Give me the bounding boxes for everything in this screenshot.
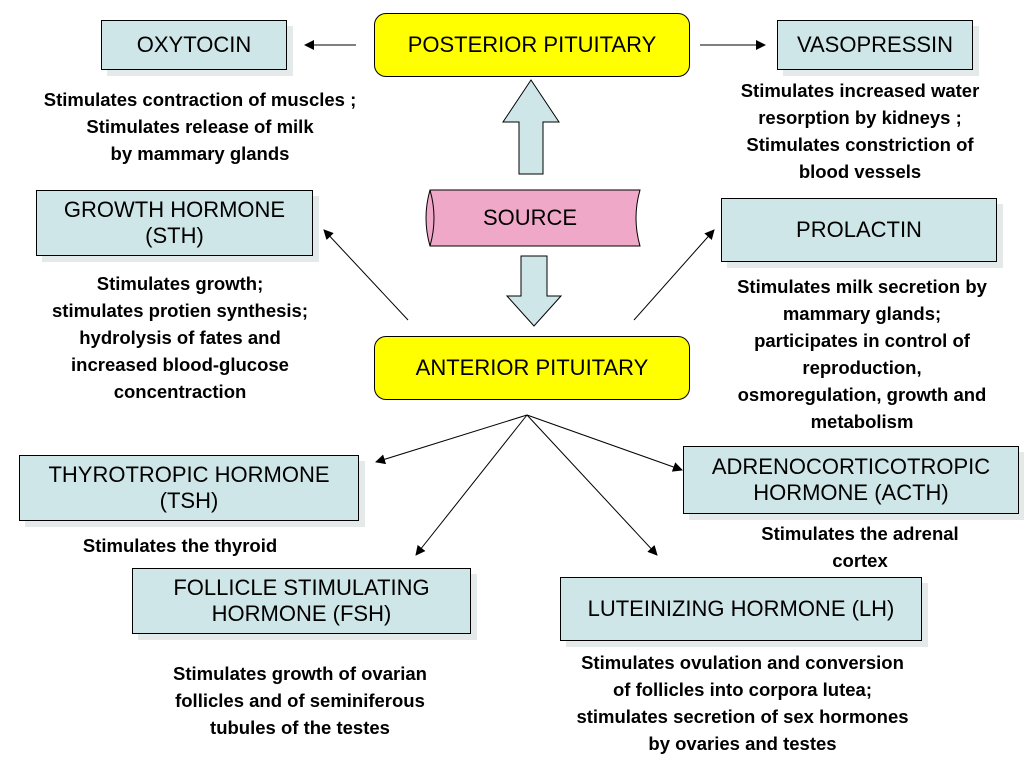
arrow-to-lh [526,414,658,556]
oxytocin-description: Stimulates contraction of muscles ; Stim… [43,89,357,164]
adrenocorticotropic-hormone-description: Stimulates the adrenal cortex [761,523,959,571]
growth-hormone-description: Stimulates growth; stimulates protien sy… [52,273,308,402]
adrenocorticotropic-hormone-box: ADRENOCORTICOTROPIC HORMONE (ACTH) [683,446,1019,514]
arrow-to-fsh [415,414,528,556]
luteinizing-hormone-description: Stimulates ovulation and conversion of f… [576,652,909,754]
prolactin-box: PROLACTIN [721,198,997,262]
arrow-to-growth [323,229,409,321]
thyrotropic-hormone-description: Stimulates the thyroid [82,535,278,556]
prolactin-description: Stimulates milk secretion by mammary gla… [737,276,987,432]
up-block-arrow [502,79,560,175]
source-label: SOURCE [482,205,578,230]
source-shape [425,189,641,247]
oxytocin-box: OXYTOCIN [101,20,287,70]
follicle-stimulating-hormone-box: FOLLICLE STIMULATING HORMONE (FSH) [132,568,471,634]
arrow-to-prolactin [633,229,715,321]
luteinizing-hormone-box: LUTEINIZING HORMONE (LH) [560,577,922,641]
arrow-to-acth [526,414,683,472]
follicle-stimulating-hormone-description: Stimulates growth of ovarian follicles a… [173,663,427,738]
vasopressin-description: Stimulates increased water resorption by… [740,80,980,182]
arrow-to-tsh [375,414,528,465]
posterior-pituitary-box: POSTERIOR PITUITARY [374,13,690,77]
thyrotropic-hormone-box: THYROTROPIC HORMONE (TSH) [19,455,359,521]
anterior-pituitary-box: ANTERIOR PITUITARY [374,336,690,400]
down-block-arrow [505,255,563,327]
vasopressin-box: VASOPRESSIN [777,20,973,70]
growth-hormone-box: GROWTH HORMONE (STH) [36,190,313,256]
